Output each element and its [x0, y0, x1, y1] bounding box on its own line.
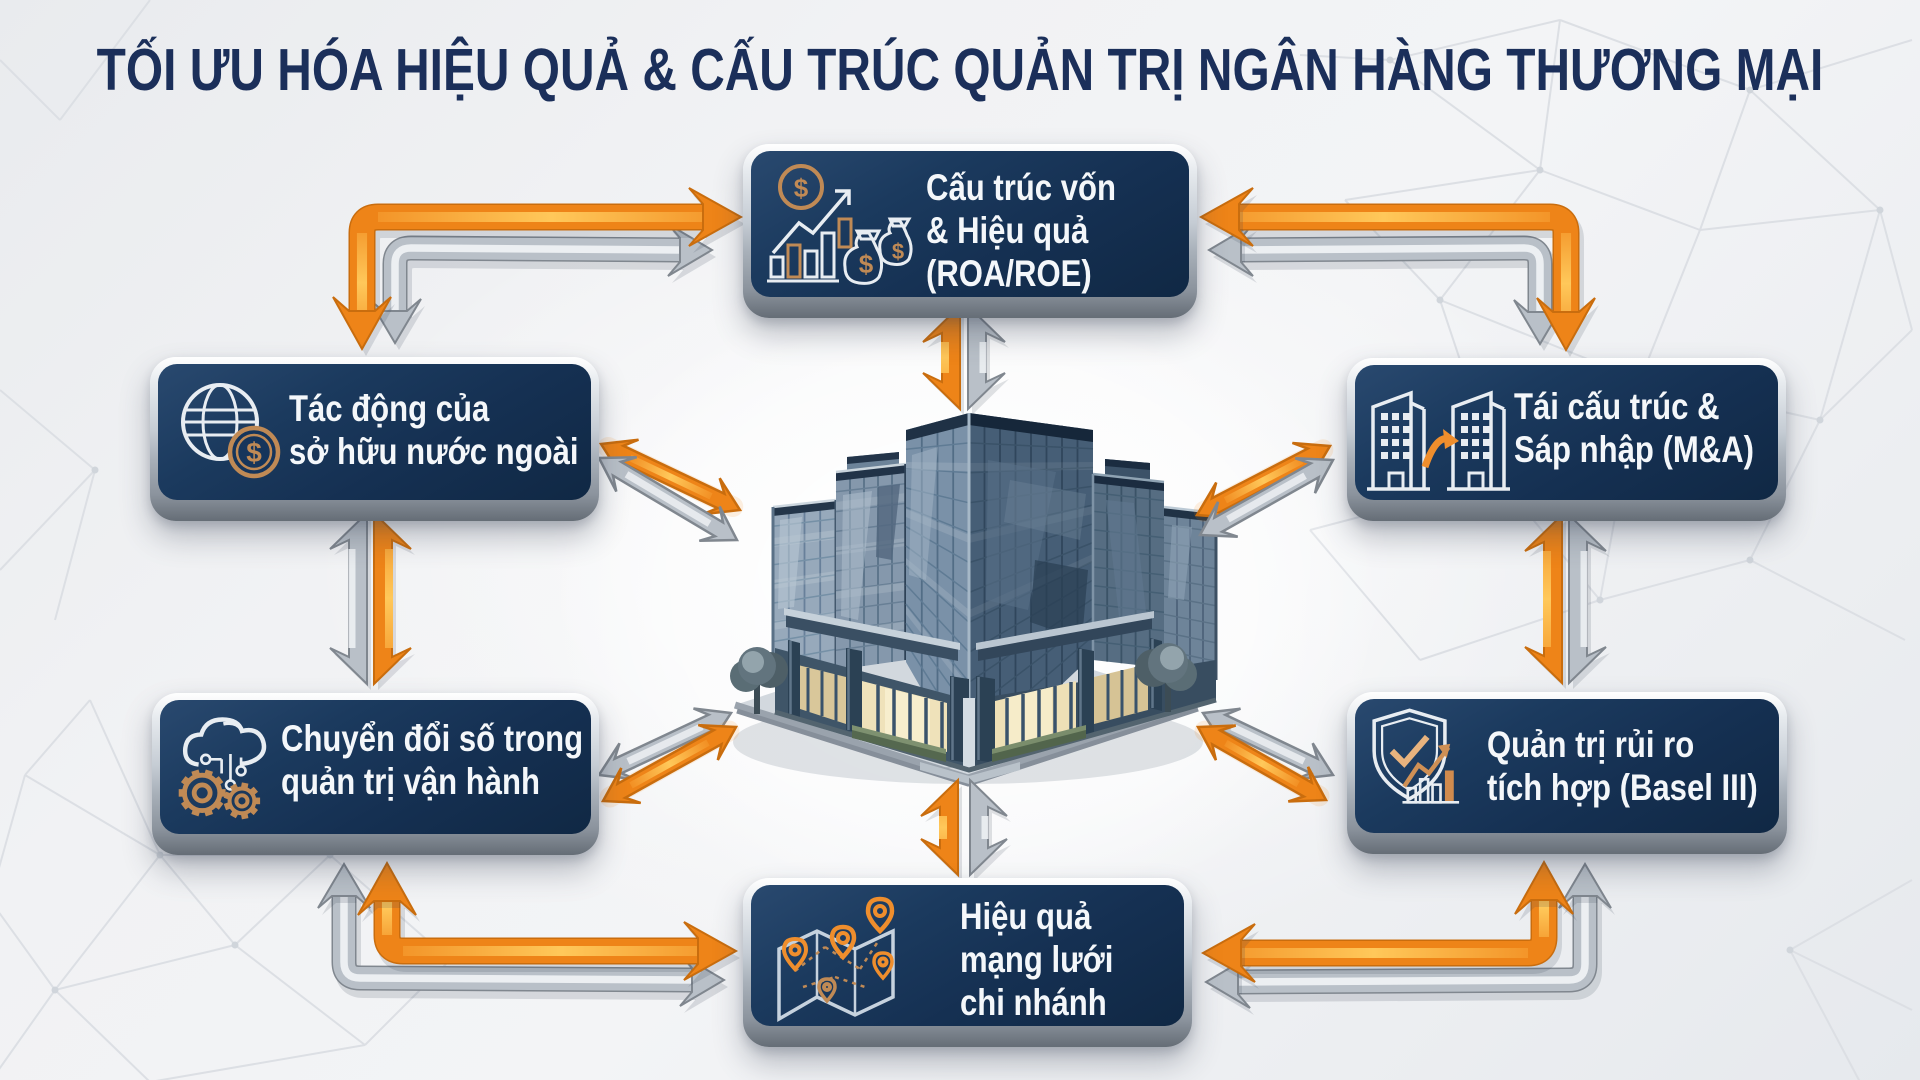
svg-text:$: $	[246, 437, 262, 468]
svg-text:$: $	[794, 173, 809, 203]
svg-text:$: $	[859, 249, 874, 279]
svg-text:$: $	[892, 239, 904, 264]
